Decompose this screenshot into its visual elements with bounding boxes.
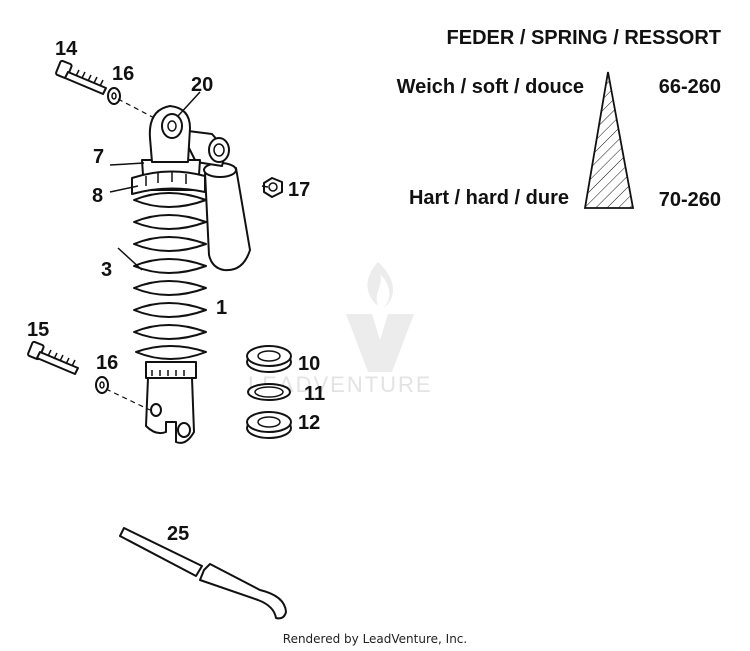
watermark-logo: LEADVENTURE xyxy=(248,262,431,397)
callout-15: 15 xyxy=(27,319,49,341)
bolt-upper xyxy=(55,59,107,95)
callout-1: 1 xyxy=(216,297,227,319)
reservoir-body xyxy=(204,167,251,272)
shock-absorber xyxy=(131,105,251,444)
callout-7: 7 xyxy=(93,146,104,168)
hard-value: 70-260 xyxy=(659,189,721,211)
washer-lower xyxy=(95,376,109,394)
hard-label: Hart / hard / dure xyxy=(409,187,569,209)
washer-upper xyxy=(107,87,121,105)
callout-16-lower: 16 xyxy=(96,352,118,374)
spring-rate-wedge-icon xyxy=(583,71,635,209)
reservoir-cap xyxy=(208,137,230,163)
soft-value: 66-260 xyxy=(659,76,721,98)
seal-ring-10 xyxy=(246,345,292,373)
spacer-ring-11 xyxy=(247,383,291,401)
spring-coils xyxy=(133,192,207,360)
callout-17: 17 xyxy=(288,179,310,201)
nut-17 xyxy=(263,177,283,198)
callout-25: 25 xyxy=(167,523,189,545)
callout-10: 10 xyxy=(298,353,320,375)
callout-16-upper: 16 xyxy=(112,63,134,85)
footer-credit: Rendered by LeadVenture, Inc. xyxy=(283,632,467,646)
callout-14: 14 xyxy=(55,38,78,60)
seal-ring-12 xyxy=(246,411,292,439)
callout-3: 3 xyxy=(101,259,112,281)
spanner-wrench xyxy=(119,527,287,620)
bolt-lower xyxy=(27,340,79,375)
callout-11: 11 xyxy=(304,383,325,405)
soft-label: Weich / soft / douce xyxy=(397,76,584,98)
callout-8: 8 xyxy=(92,185,103,207)
spring-header: FEDER / SPRING / RESSORT xyxy=(447,27,721,49)
callout-12: 12 xyxy=(298,412,320,434)
callout-20: 20 xyxy=(191,74,213,96)
